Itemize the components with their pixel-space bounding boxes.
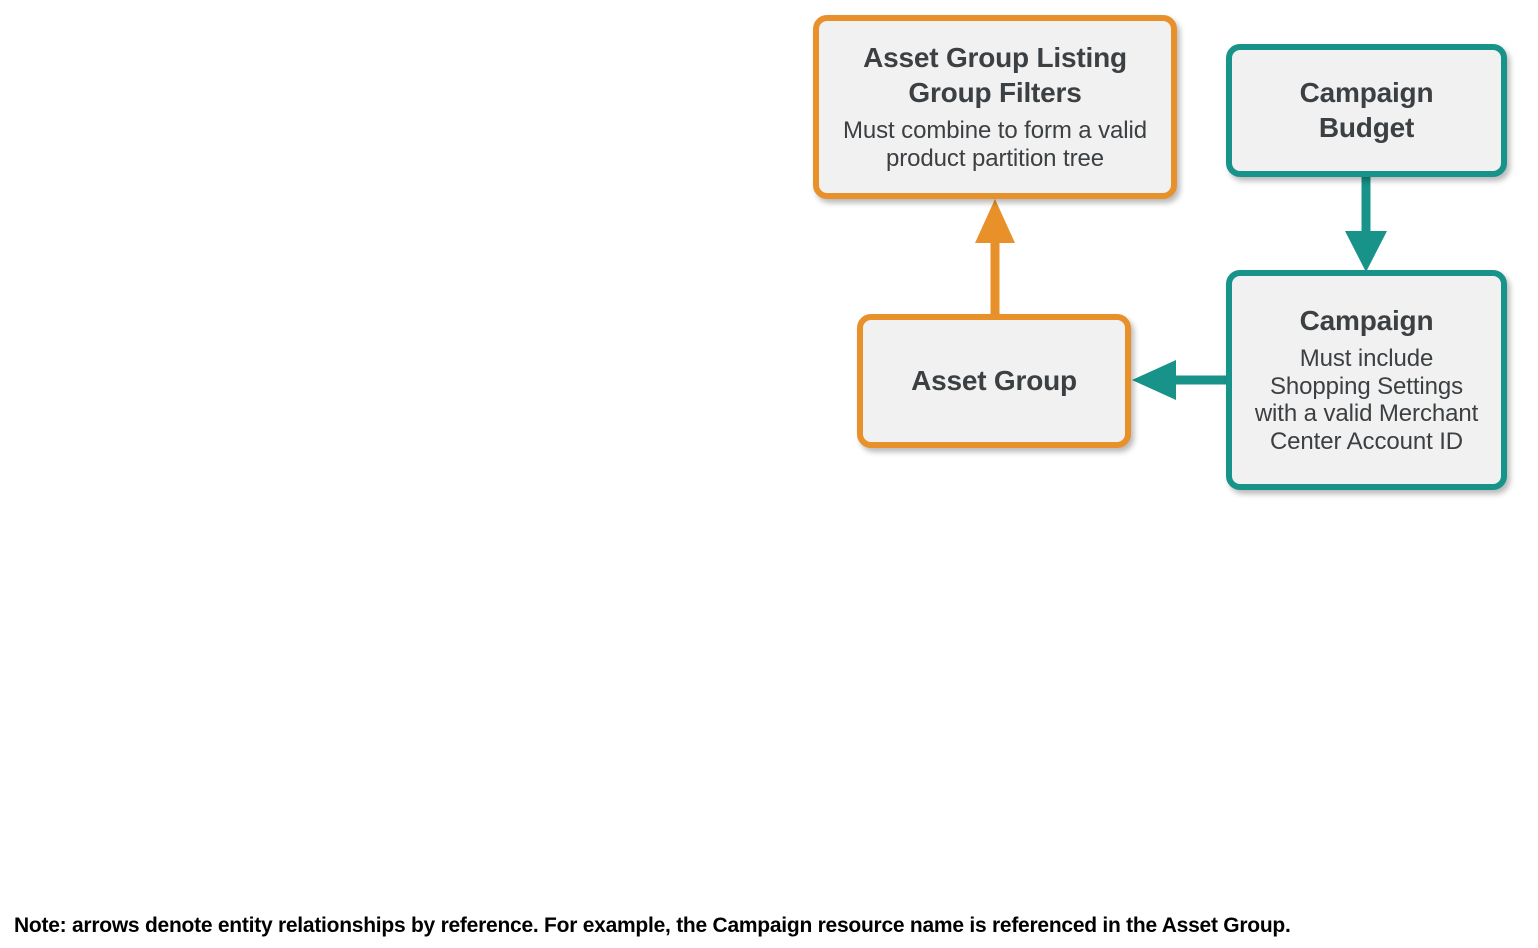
node-title-line-2: Budget (1318, 111, 1415, 143)
node-subtitle-line-1: Must include (1299, 345, 1434, 373)
node-title: Asset Group Listing Group Filters (863, 41, 1127, 110)
arrow-campaign-to-asset-group (1132, 360, 1234, 400)
node-title: Asset Group (911, 364, 1077, 396)
node-title-line-2: Group Filters (908, 77, 1082, 109)
node-asset-group-listing-group-filters[interactable]: Asset Group Listing Group Filters Must c… (813, 15, 1177, 199)
node-subtitle-line-2: product partition tree (886, 144, 1104, 172)
node-title-line-1: Campaign (1299, 76, 1434, 108)
diagram-note: Note: arrows denote entity relationships… (14, 914, 1291, 937)
node-subtitle-line-4: Center Account ID (1269, 427, 1464, 455)
node-subtitle-line-1: Must combine to form a valid (843, 116, 1147, 144)
node-campaign[interactable]: Campaign Must include Shopping Settings … (1226, 270, 1507, 490)
node-asset-group[interactable]: Asset Group (857, 314, 1131, 448)
node-subtitle-line-3: with a valid Merchant (1254, 400, 1479, 428)
node-title-line-1: Asset Group Listing (863, 42, 1127, 74)
arrow-asset-group-to-listing-group-filters (975, 199, 1015, 321)
node-title: Campaign (1299, 305, 1434, 337)
node-title: Campaign Budget (1300, 76, 1434, 145)
node-subtitle: Must combine to form a valid product par… (843, 117, 1147, 173)
arrow-campaign-budget-to-campaign (1345, 173, 1387, 272)
node-subtitle-line-2: Shopping Settings (1269, 372, 1464, 400)
node-campaign-budget[interactable]: Campaign Budget (1226, 44, 1507, 177)
node-subtitle: Must include Shopping Settings with a va… (1255, 345, 1478, 455)
